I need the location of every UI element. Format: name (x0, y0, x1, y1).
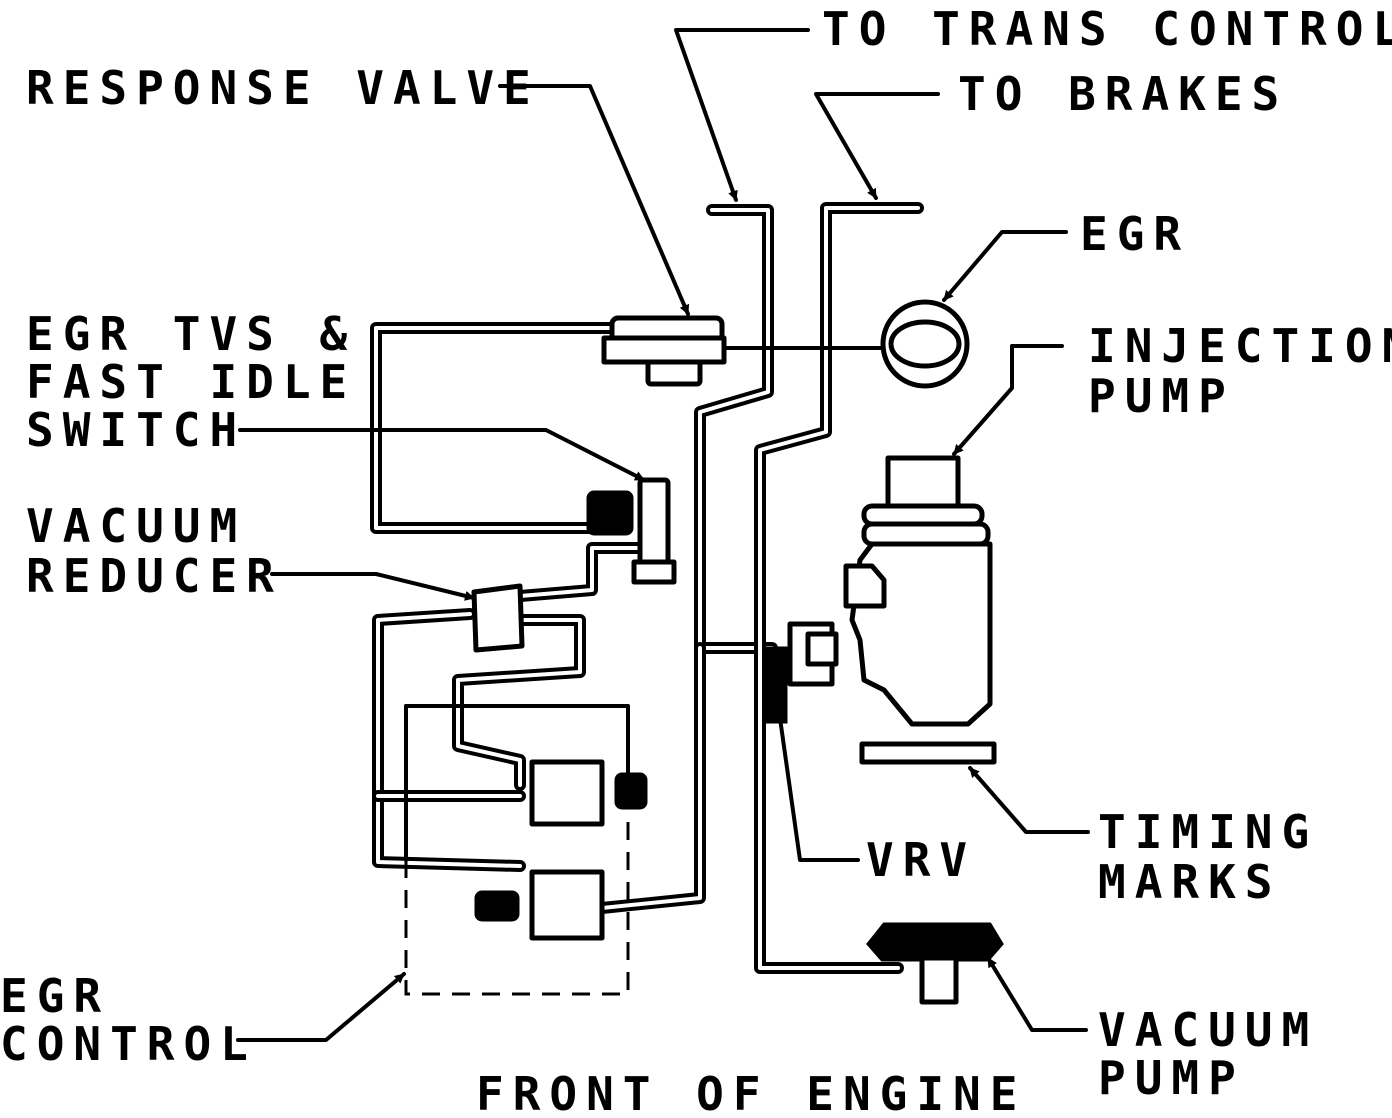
label-injection-pump-line2: PUMP (1088, 369, 1235, 423)
hose-tvs-to-reducer (514, 542, 646, 602)
hose-reducer-left (372, 608, 526, 872)
egr-valve (880, 299, 970, 389)
label-to-brakes: TO BRAKES (958, 67, 1288, 121)
label-egr: EGR (1080, 207, 1190, 261)
label-vacuum-pump-line2: PUMP (1098, 1051, 1245, 1105)
label-vacuum-reducer-line2: REDUCER (26, 549, 283, 603)
label-vacuum-pump-line1: VACUUM (1098, 1003, 1318, 1057)
label-injection-pump-line1: INJECTION (1088, 319, 1392, 373)
label-egr-tvs-line1: EGR TVS & (26, 307, 356, 361)
label-egr-tvs-line2: FAST IDLE (26, 355, 356, 409)
injection-pump (787, 455, 997, 765)
vacuum-reducer (471, 583, 525, 653)
label-front-of-engine: FRONT OF ENGINE (476, 1067, 1026, 1118)
leader-lines (236, 28, 1090, 1042)
egr-control-wiring (404, 704, 630, 996)
label-response-valve: RESPONSE VALVE (26, 61, 540, 115)
vacuum-pump (866, 922, 1004, 1005)
response-valve (601, 315, 727, 387)
label-egr-tvs-line3: SWITCH (26, 403, 246, 457)
label-timing-marks-line2: MARKS (1098, 855, 1281, 909)
label-to-trans-control: TO TRANS CONTROL (822, 2, 1392, 56)
label-timing-marks-line1: TIMING (1098, 805, 1318, 859)
vrv (762, 646, 788, 724)
egr-tvs-switch (586, 477, 677, 585)
label-vacuum-reducer-line1: VACUUM (26, 499, 246, 553)
label-egr-control-line1: EGR (0, 969, 110, 1023)
label-egr-control-line2: CONTROL (0, 1017, 257, 1071)
label-vrv: VRV (866, 833, 976, 887)
egr-control-solenoids (474, 759, 648, 941)
